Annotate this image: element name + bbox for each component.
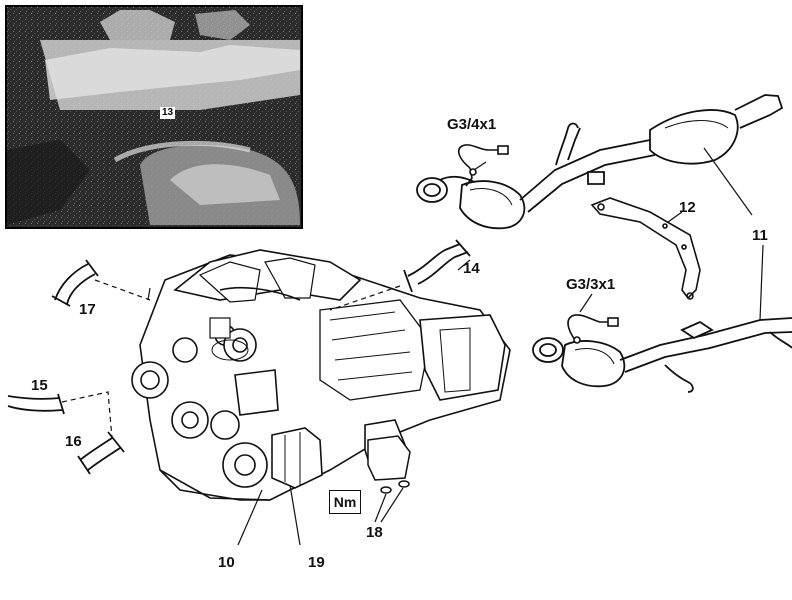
hose-16	[77, 431, 125, 475]
hose-14	[403, 239, 471, 293]
upper-catalytic-converter	[416, 94, 784, 230]
mount-18	[367, 435, 411, 494]
label-g3-4x1: G3/4x1	[447, 116, 497, 133]
label-11: 11	[752, 227, 768, 244]
label-14: 14	[463, 260, 480, 277]
label-12: 12	[679, 199, 696, 216]
label-16: 16	[65, 433, 82, 450]
bracket-12	[590, 197, 701, 300]
hose-17	[51, 259, 99, 307]
hose-15	[7, 393, 65, 415]
label-10: 10	[218, 554, 235, 571]
torque-symbol-text: Nm	[333, 494, 357, 510]
torque-symbol-box: Nm	[329, 490, 361, 514]
inset-photo-tag: 13	[160, 107, 176, 119]
label-17: 17	[79, 301, 96, 318]
lower-catalytic-converter	[532, 317, 792, 393]
label-g3-3x1: G3/3x1	[566, 276, 616, 293]
label-19: 19	[308, 554, 325, 571]
sensor-g3-4x1	[458, 144, 509, 187]
sensor-g3-3x1	[567, 314, 619, 344]
leader-lines	[61, 147, 764, 546]
label-15: 15	[31, 377, 48, 394]
engine-assembly	[131, 249, 511, 501]
inset-photo	[5, 5, 303, 229]
label-18: 18	[366, 524, 383, 541]
